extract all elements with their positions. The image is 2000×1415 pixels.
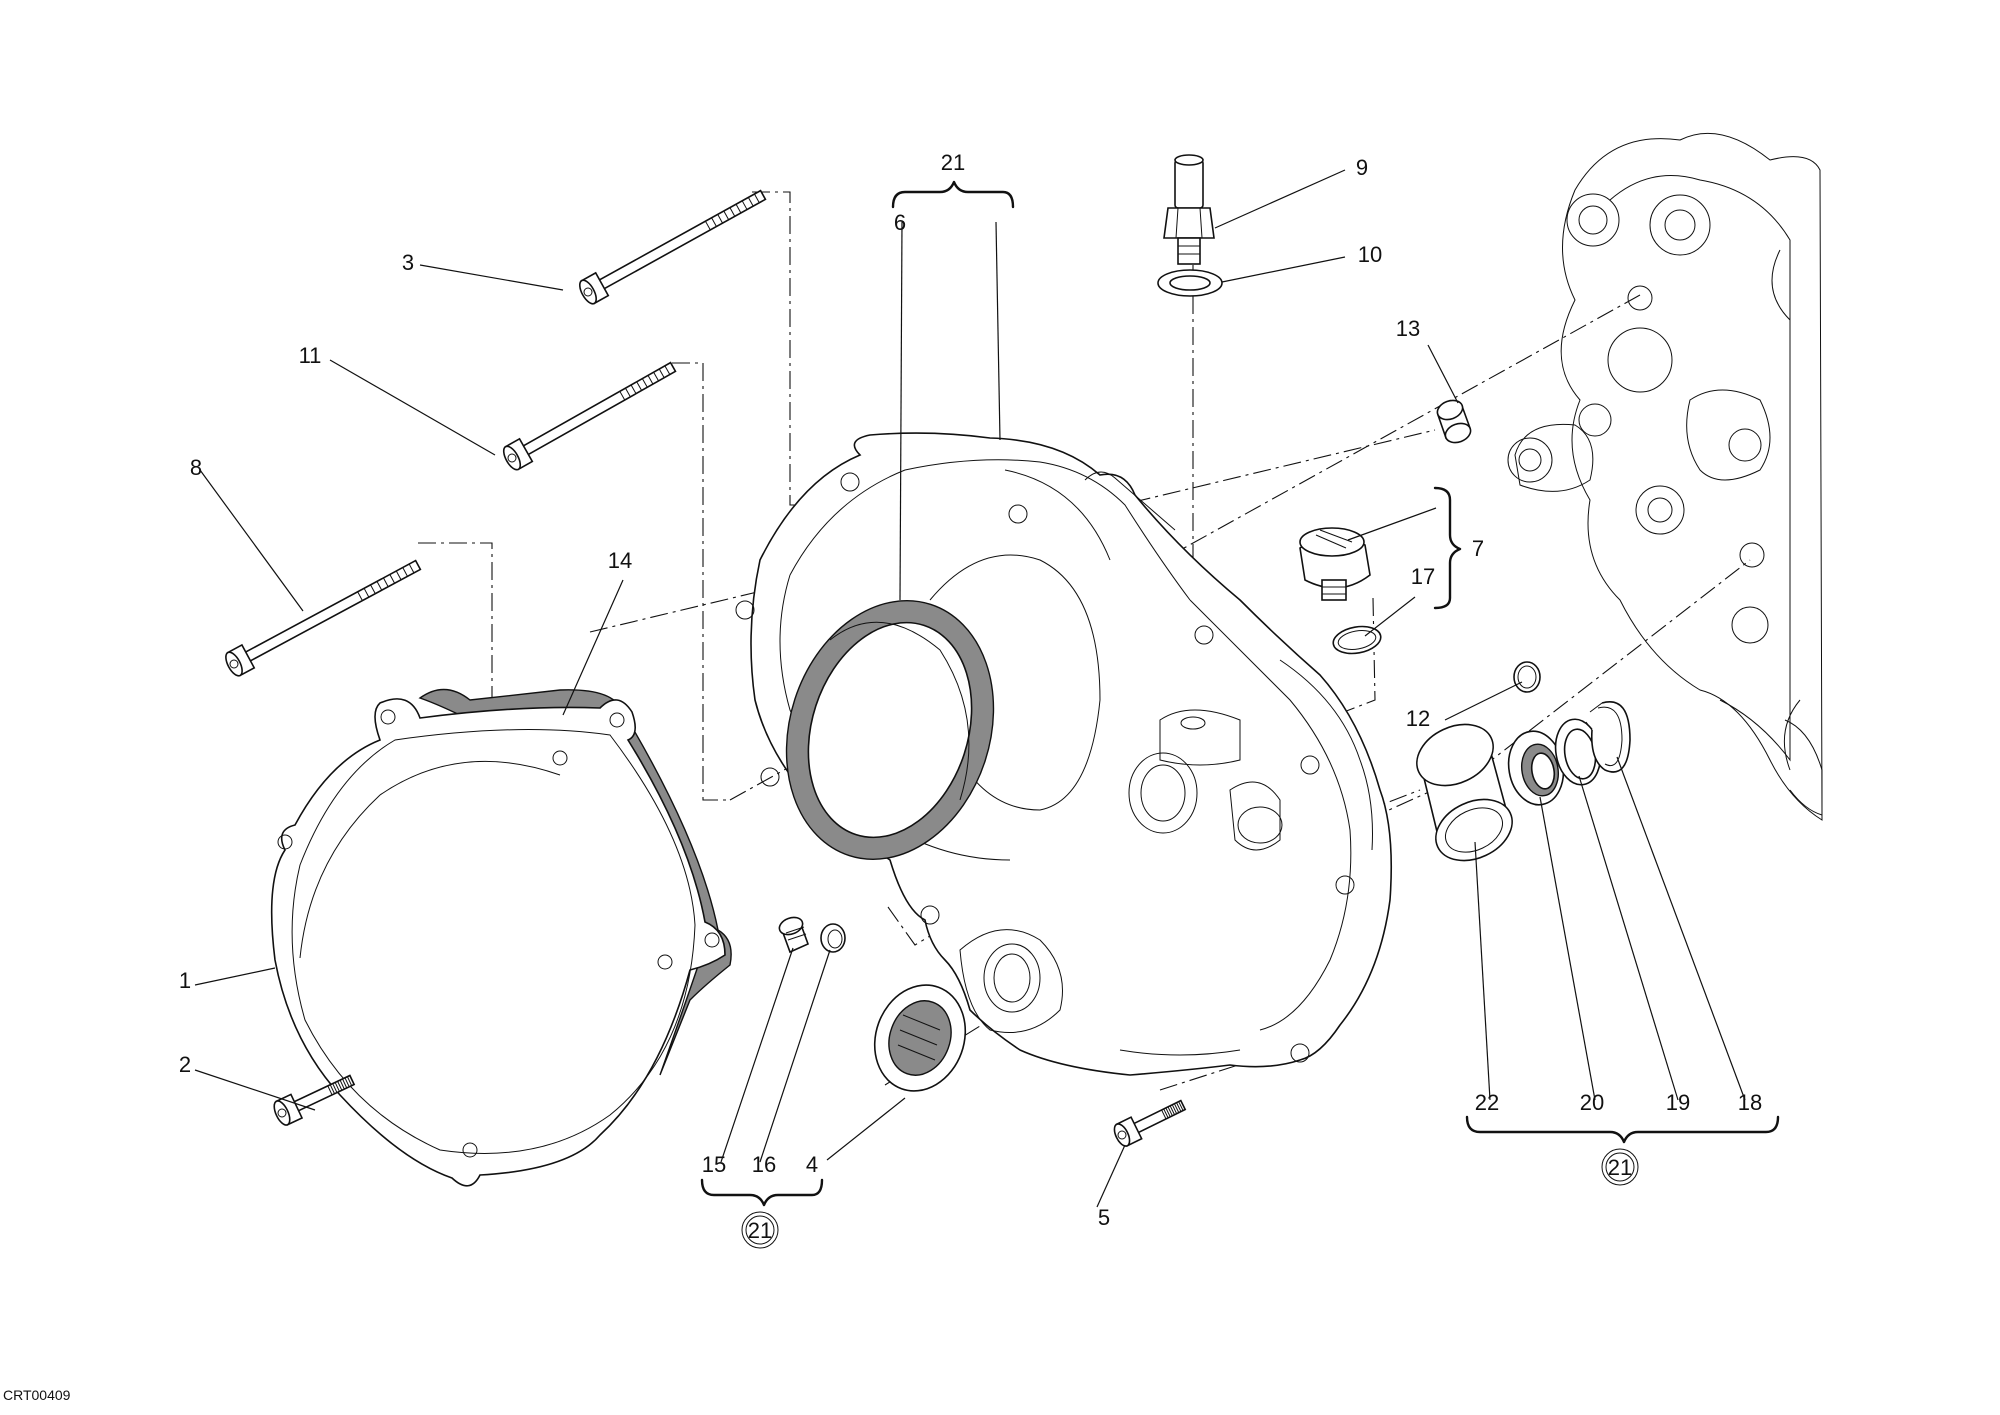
- bolt-5: [1113, 1099, 1187, 1147]
- bushing: [1416, 723, 1513, 862]
- drain-plug: [778, 916, 810, 954]
- callout-label-9: 9: [1356, 155, 1368, 180]
- callout-label-3: 3: [402, 250, 414, 275]
- callout-label-15: 15: [702, 1152, 726, 1177]
- bolt-2: [273, 1074, 356, 1126]
- dowel-pin: [1436, 399, 1472, 444]
- clutch-cover: [270, 698, 726, 1187]
- callout-label-2: 2: [179, 1052, 191, 1077]
- oil-seal-large: [785, 600, 995, 860]
- braces: [700, 180, 1780, 1207]
- callout-label-10: 10: [1358, 242, 1382, 267]
- kit-badge-b: 21: [1601, 1148, 1639, 1186]
- crankcase-cover: [735, 432, 1393, 1076]
- callout-label-18: 18: [1738, 1090, 1762, 1115]
- oil-filler-plug: [1299, 527, 1371, 601]
- bolt-8: [225, 559, 422, 677]
- drawing-code: CRT00409: [3, 1387, 71, 1403]
- sealing-washer: [1157, 269, 1223, 297]
- callout-label-13: 13: [1396, 316, 1420, 341]
- callout-label-11: 11: [299, 343, 322, 368]
- kit-badge-label: 21: [748, 1218, 772, 1243]
- leader-lines: [194, 169, 1746, 1208]
- bolts-group: [225, 189, 1187, 1147]
- callout-label-6: 6: [894, 210, 906, 235]
- callout-label-17: 17: [1411, 564, 1435, 589]
- kit-badge-label: 21: [1608, 1155, 1632, 1180]
- callout-label-14: 14: [608, 548, 632, 573]
- bolt-11: [502, 361, 677, 471]
- callout-label-19: 19: [1666, 1090, 1690, 1115]
- callout-label-7: 7: [1472, 536, 1484, 561]
- callout-label-21: 21: [941, 150, 965, 175]
- bolt-3: [578, 189, 767, 305]
- seal-ring: [1507, 730, 1565, 806]
- crankcase-half: [1507, 132, 1823, 821]
- temperature-sensor: [1163, 154, 1215, 265]
- callout-label-16: 16: [752, 1152, 776, 1177]
- washer-ring: [1554, 718, 1602, 786]
- oil-seal-small: [873, 984, 967, 1092]
- circlip: [1585, 701, 1631, 773]
- callout-label-22: 22: [1475, 1090, 1499, 1115]
- callout-label-8: 8: [190, 455, 202, 480]
- kit-badge-a: 21: [741, 1211, 779, 1249]
- callout-label-20: 20: [1580, 1090, 1604, 1115]
- washer-16: [820, 923, 846, 953]
- callout-label-5: 5: [1098, 1205, 1110, 1230]
- callout-label-1: 1: [179, 968, 191, 993]
- callout-label-12: 12: [1406, 706, 1430, 731]
- callout-label-4: 4: [806, 1152, 818, 1177]
